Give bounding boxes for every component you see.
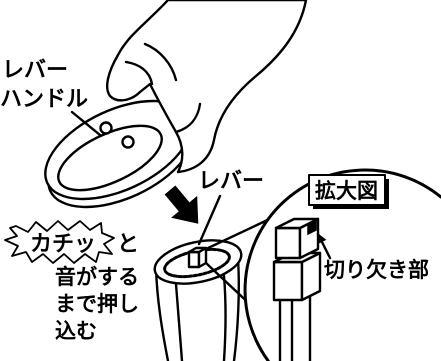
title-box-frame bbox=[308, 174, 386, 206]
lever-handle-callout: レバー ハンドル bbox=[0, 58, 102, 137]
lever-handle-leader-line bbox=[70, 110, 102, 137]
lever-handle-label-line2: ハンドル bbox=[0, 87, 88, 112]
push-direction-arrow bbox=[164, 185, 199, 224]
magnified-view-outline bbox=[243, 168, 441, 361]
click-starburst bbox=[4, 220, 115, 264]
lever-handle bbox=[44, 99, 195, 209]
lever-handle-label-line1: レバー bbox=[2, 58, 68, 83]
magnified-view-title-box: 拡大図 bbox=[308, 174, 389, 209]
lever-handle-inner-rim bbox=[57, 124, 163, 192]
notch-label: 切り欠き部 bbox=[324, 258, 429, 282]
lever-small bbox=[187, 246, 208, 269]
lever-magnified-upper-top bbox=[274, 217, 320, 230]
click-sound-callout: カチッ と bbox=[4, 220, 139, 264]
instruction-line-2: まで押し bbox=[55, 292, 139, 316]
lever-magnified-lower-front bbox=[272, 260, 304, 302]
hand-finger-line-2 bbox=[143, 42, 178, 82]
container-left-wall bbox=[154, 266, 170, 361]
container-right-wall bbox=[232, 257, 240, 361]
click-sound-particle: と bbox=[117, 232, 139, 257]
hand-finger-line-1 bbox=[124, 60, 154, 86]
lever-callout: レバー bbox=[197, 169, 264, 246]
lever-label: レバー bbox=[198, 169, 264, 194]
magnified-view-circle bbox=[243, 168, 441, 361]
notch-callout: 切り欠き部 bbox=[316, 232, 429, 282]
container-inner-line-left bbox=[174, 282, 184, 361]
click-sound-text: カチッ bbox=[30, 232, 96, 257]
lever-magnified bbox=[272, 217, 322, 361]
instruction-line-3: 込む bbox=[55, 319, 97, 343]
lever-handle-hole-1 bbox=[99, 121, 113, 135]
magnification-lines bbox=[204, 218, 269, 302]
instruction-line-1: 音がする bbox=[55, 265, 139, 289]
magnified-view-background bbox=[245, 169, 441, 361]
container-inner-line bbox=[222, 274, 227, 361]
instruction-text: 音がする まで押し 込む bbox=[55, 265, 139, 343]
magnified-view-title: 拡大図 bbox=[315, 179, 378, 203]
lever-handle-hole-2 bbox=[121, 135, 135, 149]
hand-thumb-crease bbox=[174, 102, 202, 134]
lever-small-front bbox=[187, 250, 201, 269]
magnification-line-upper bbox=[204, 218, 269, 251]
lever-magnified-upper-front bbox=[274, 226, 302, 260]
magnification-line-lower bbox=[204, 261, 247, 302]
hand bbox=[106, 0, 308, 174]
notch-pointer-arrow bbox=[316, 232, 332, 260]
lever-notch bbox=[307, 218, 317, 236]
lever-leader-line bbox=[197, 194, 222, 246]
